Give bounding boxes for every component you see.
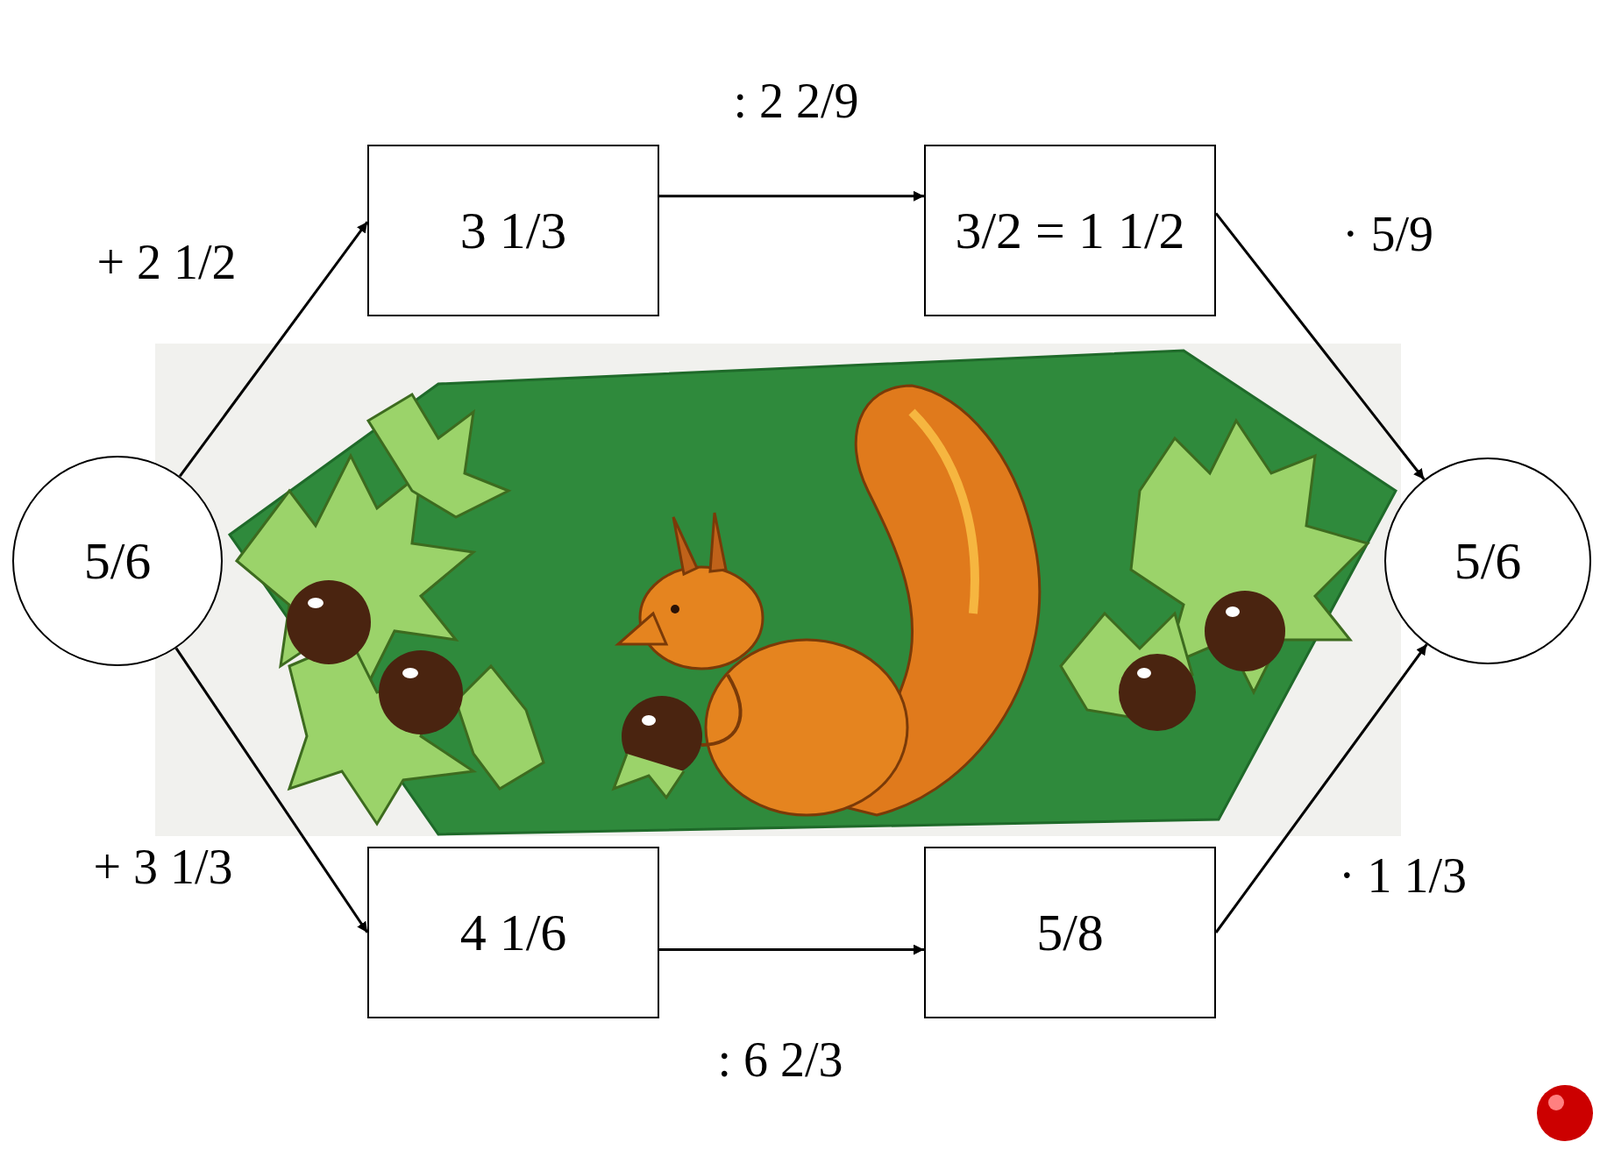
- arrow-connector: [659, 194, 925, 198]
- operation-label: : 6 2/3: [711, 1031, 848, 1090]
- value-box: 4 1/6: [367, 846, 660, 1019]
- right-leaves: [1060, 420, 1368, 719]
- red-ball-highlight: [1548, 1095, 1565, 1111]
- start-circle: 5/6: [12, 455, 223, 667]
- squirrel: [613, 385, 1040, 816]
- arrow-connector: [659, 948, 925, 952]
- operation-label: + 3 1/3: [87, 839, 238, 897]
- red-ball: [1536, 1085, 1593, 1142]
- value-box: 3 1/3: [367, 144, 660, 317]
- operation-label: · 1 1/3: [1333, 847, 1472, 906]
- value-box: 5/8: [924, 846, 1216, 1019]
- wrapper-shape: [229, 350, 1396, 835]
- node-text: 4 1/6: [460, 903, 568, 962]
- node-text: 3/2 = 1 1/2: [954, 201, 1185, 260]
- operation-label: : 2 2/9: [727, 72, 864, 131]
- operation-label: · 5/9: [1336, 206, 1439, 264]
- operation-label: + 2 1/2: [91, 234, 242, 292]
- node-text: 5/6: [1454, 532, 1522, 591]
- node-text: 3 1/3: [460, 201, 568, 260]
- left-nuts: [286, 580, 463, 735]
- node-text: 5/6: [84, 532, 152, 591]
- photo-ground: [155, 343, 1401, 837]
- node-text: 5/8: [1036, 903, 1104, 962]
- value-box: 3/2 = 1 1/2: [924, 144, 1216, 317]
- right-nuts: [1118, 590, 1286, 732]
- left-leaves: [236, 394, 544, 825]
- end-circle: 5/6: [1384, 457, 1592, 665]
